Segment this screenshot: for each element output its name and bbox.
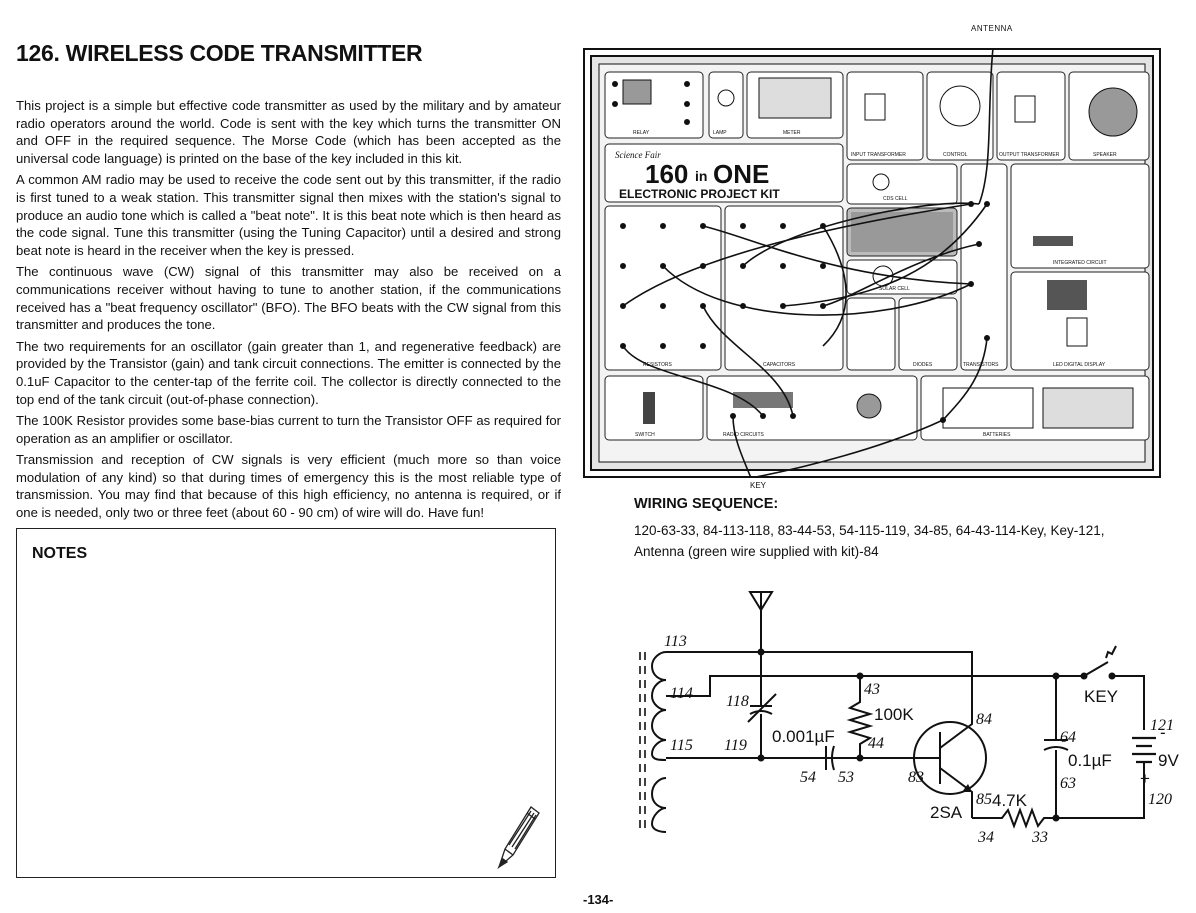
node-114: 114: [670, 685, 693, 702]
label-transistors: TRANSISTORS: [963, 362, 999, 368]
cap-0001uf-label: 0.001µF: [772, 727, 835, 746]
paragraph-5: The 100K Resistor provides some base-bia…: [16, 413, 561, 446]
label-switch: SWITCH: [635, 432, 655, 438]
wiring-line-1: 120-63-33, 84-113-118, 83-44-53, 54-115-…: [634, 523, 1105, 538]
label-relay: RELAY: [633, 130, 650, 136]
label-radio-circuits: RADIO CIRCUITS: [723, 432, 765, 438]
wiring-line-2: Antenna (green wire supplied with kit)-8…: [634, 544, 879, 559]
label-input-transformer: INPUT TRANSFORMER: [851, 152, 906, 158]
node-43: 43: [864, 681, 880, 698]
paragraph-1: This project is a simple but effective c…: [16, 98, 561, 166]
node-34: 34: [977, 829, 994, 846]
node-115: 115: [670, 737, 693, 754]
antenna-label: ANTENNA: [971, 24, 1013, 33]
label-cds-cell: CDS CELL: [883, 196, 908, 202]
kit-name-in: in: [695, 168, 707, 184]
node-63: 63: [1060, 775, 1076, 792]
kit-brand: Science Fair: [615, 150, 661, 160]
page-number: -134-: [583, 892, 614, 907]
node-53: 53: [838, 769, 854, 786]
kit-name-160: 160: [645, 159, 688, 189]
page-title: 126. WIRELESS CODE TRANSMITTER: [16, 40, 423, 66]
label-led-display: LED DIGITAL DISPLAY: [1053, 362, 1106, 368]
label-control: CONTROL: [943, 152, 968, 158]
label-output-transformer: OUTPUT TRANSFORMER: [999, 152, 1060, 158]
label-diodes: DIODES: [913, 362, 933, 368]
paragraph-2: A common AM radio may be used to receive…: [16, 172, 561, 258]
label-resistors: RESISTORS: [643, 362, 672, 368]
kit-panel-diagram: Science Fair 160 in ONE ELECTRONIC PROJE…: [583, 48, 1161, 478]
node-64: 64: [1060, 729, 1076, 746]
key-label-schematic: KEY: [1084, 687, 1118, 706]
transistor-label: 2SA: [930, 803, 963, 822]
node-113: 113: [664, 633, 687, 650]
kit-subtitle: ELECTRONIC PROJECT KIT: [619, 187, 780, 201]
paragraph-4: The two requirements for an oscillator (…: [16, 338, 561, 407]
label-integrated-circuit: INTEGRATED CIRCUIT: [1053, 260, 1107, 266]
wiring-sequence-title: WIRING SEQUENCE:: [634, 496, 779, 512]
node-44: 44: [868, 735, 884, 752]
battery-minus: -: [1160, 723, 1166, 742]
node-118: 118: [726, 693, 749, 710]
node-121: 121: [1150, 717, 1174, 734]
node-120: 120: [1148, 791, 1172, 808]
battery-label: 9V: [1158, 751, 1179, 770]
paragraph-6: Transmission and reception of CW signals…: [16, 452, 561, 521]
label-lamp: LAMP: [713, 130, 727, 136]
pencil-icon: [497, 806, 540, 870]
label-batteries: BATTERIES: [983, 432, 1011, 438]
wiring-sequence-text: 120-63-33, 84-113-118, 83-44-53, 54-115-…: [634, 520, 1174, 562]
res-47k-label: 4.7K: [992, 791, 1028, 810]
node-85: 85: [976, 791, 992, 808]
notes-box: NOTES: [16, 528, 556, 878]
label-capacitors: CAPACITORS: [763, 362, 796, 368]
kit-name-one: ONE: [713, 159, 769, 189]
node-33: 33: [1031, 829, 1048, 846]
label-solar-cell: SOLAR CELL: [879, 286, 910, 292]
battery-plus: +: [1140, 769, 1150, 788]
res-100k-label: 100K: [874, 705, 914, 724]
label-speaker: SPEAKER: [1093, 152, 1117, 158]
node-84: 84: [976, 711, 992, 728]
node-119: 119: [724, 737, 747, 754]
cap-01uf-label: 0.1µF: [1068, 751, 1112, 770]
label-meter: METER: [783, 130, 801, 136]
article: 126. WIRELESS CODE TRANSMITTER This proj…: [16, 40, 561, 526]
circuit-schematic: 113 114 115 118 119 0.001µF 54 53 43 100…: [639, 591, 1179, 846]
node-54: 54: [800, 769, 816, 786]
paragraph-3: The continuous wave (CW) signal of this …: [16, 264, 561, 333]
notes-title: NOTES: [32, 545, 88, 562]
key-label: KEY: [750, 481, 767, 490]
node-83: 83: [908, 769, 924, 786]
